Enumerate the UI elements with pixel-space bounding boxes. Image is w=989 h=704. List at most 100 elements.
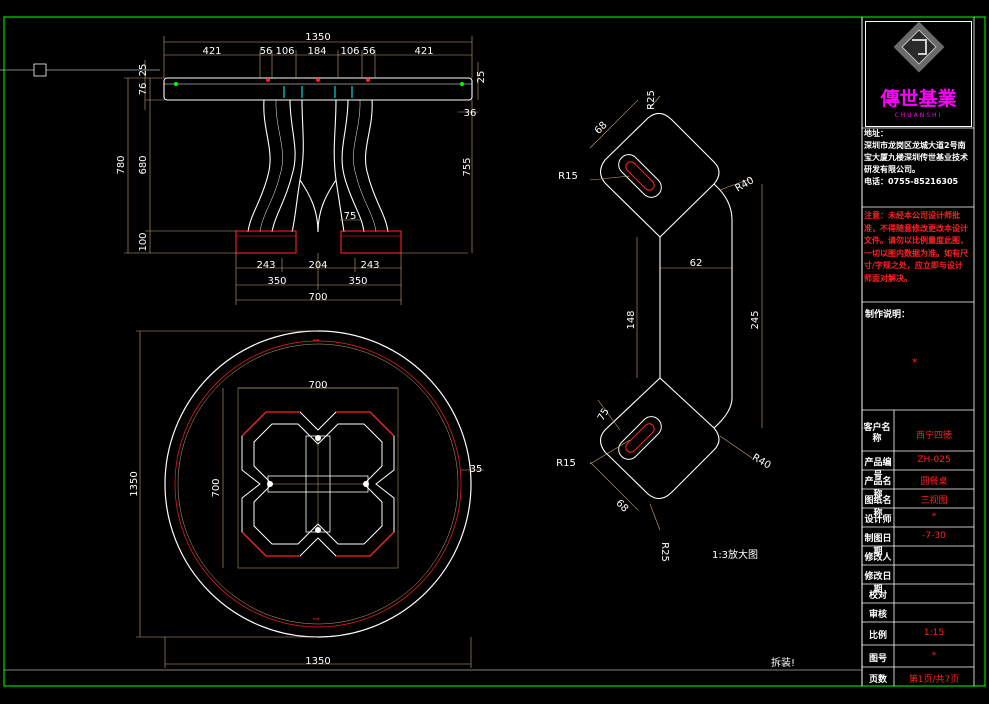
dim-label: 68 xyxy=(613,498,630,515)
title-block: 傳世基業 CHUANSHI 地址： 深圳市龙岗区龙城大道2号南宝大厦九楼深圳传世… xyxy=(862,18,974,686)
dim-label: 25 xyxy=(476,71,487,84)
title-row-label: 校对 xyxy=(868,591,887,601)
title-row-label: 图号 xyxy=(868,654,887,664)
dim-label: R40 xyxy=(733,175,756,194)
title-row-designer: 设计师 * xyxy=(862,508,974,527)
detail-view-dimensions xyxy=(589,95,763,531)
dim-label: R25 xyxy=(646,90,657,110)
address-label: 地址： xyxy=(864,129,888,138)
svg-text:ꟷ: ꟷ xyxy=(313,615,320,624)
dim-label: 1350 xyxy=(129,471,140,496)
phone-text: 电话：0755-85216305 xyxy=(864,177,959,186)
title-row-label: 页数 xyxy=(868,675,887,685)
svg-text:ꟷ: ꟷ xyxy=(313,336,320,345)
title-row-product-name: 产品名称 圆餐桌 xyxy=(862,470,974,500)
detail-caption: 1:3放大图 xyxy=(712,548,758,561)
title-row-date: 制图日期 -7-30 xyxy=(862,527,974,557)
dim-label: 700 xyxy=(308,292,327,303)
tabletop-markers xyxy=(174,78,464,98)
front-view-dimensions xyxy=(124,36,479,305)
title-row-value: * xyxy=(931,651,937,661)
dim-label: 56 xyxy=(363,46,376,57)
address-text: 深圳市龙岗区龙城大道2号南宝大厦九楼深圳传世基业技术研发有限公司。 xyxy=(864,141,968,174)
dim-label: 106 xyxy=(340,46,359,57)
title-row-review: 审核 xyxy=(862,603,974,622)
production-notes-value: * xyxy=(912,356,918,369)
title-row-label: 修改日期 xyxy=(864,572,892,595)
dim-label: 35 xyxy=(470,464,483,475)
title-row-label: 审核 xyxy=(868,610,887,620)
detail-view-slots-inner xyxy=(625,161,655,453)
title-row-drawing-no: 图号 * xyxy=(862,647,974,666)
title-row-label: 修改人 xyxy=(864,553,892,563)
company-logo-subtext: CHUANSHI xyxy=(894,112,943,119)
plan-view-dimensions xyxy=(136,330,484,668)
title-row-label: 制图日期 xyxy=(864,534,892,557)
dim-label: 421 xyxy=(202,46,221,57)
title-row-drawing-name: 图纸名称 三视图 xyxy=(862,489,974,519)
dim-label: 68 xyxy=(593,120,610,137)
title-block-grid xyxy=(862,17,975,686)
assembly-note: 拆装! xyxy=(771,656,795,669)
title-row-label: 产品名称 xyxy=(864,477,892,500)
title-row-value: * xyxy=(931,512,937,522)
title-row-value: 圆餐桌 xyxy=(920,477,948,487)
dim-label: 243 xyxy=(256,260,275,271)
title-row-value: 1:15 xyxy=(923,628,945,638)
title-row-client: 客户名称 西宁四徳 xyxy=(862,414,974,454)
title-row-value: 第1页/共7页 xyxy=(908,675,960,685)
dim-label: 350 xyxy=(267,276,286,287)
dim-overall-width: 1350 xyxy=(305,32,330,43)
production-notes-title: 制作说明： xyxy=(865,310,911,320)
title-row-label: 比例 xyxy=(868,631,887,641)
company-logo-text: 傳世基業 xyxy=(880,88,957,110)
front-view xyxy=(163,77,473,254)
dim-label: 62 xyxy=(690,258,703,269)
title-row-value: -7-30 xyxy=(922,531,946,541)
dim-label: R15 xyxy=(556,458,576,469)
dim-label: 204 xyxy=(308,260,327,271)
dim-label: 106 xyxy=(275,46,294,57)
dim-label: 100 xyxy=(138,232,149,251)
dim-label: 700 xyxy=(308,380,327,391)
ucs-icon xyxy=(33,63,47,77)
detail-view xyxy=(599,112,733,500)
dim-label: 76 xyxy=(138,83,149,96)
title-row-value: 三视图 xyxy=(920,496,948,506)
title-row-label: 图纸名称 xyxy=(864,496,892,519)
dim-label: 75 xyxy=(344,211,357,222)
title-row-label: 客户名称 xyxy=(863,423,891,444)
dim-label: R40 xyxy=(750,452,773,471)
title-row-pages: 页数 第1页/共7页 xyxy=(862,668,974,687)
dim-label: 421 xyxy=(414,46,433,57)
dim-label: 780 xyxy=(116,155,127,174)
dim-label: R25 xyxy=(659,542,670,562)
company-logo-mark xyxy=(893,21,945,73)
title-row-label: 产品编号 xyxy=(864,458,892,481)
dim-label: R15 xyxy=(558,171,578,182)
dim-label: 755 xyxy=(462,157,473,176)
title-row-modify-date: 修改日期 xyxy=(862,565,974,595)
dim-label: 75 xyxy=(596,406,612,423)
dim-label: 245 xyxy=(750,310,761,329)
dim-label: 184 xyxy=(307,46,326,57)
title-row-proofread: 校对 xyxy=(862,584,974,603)
title-row-label: 设计师 xyxy=(864,515,892,525)
title-row-value: ZH-025 xyxy=(917,455,951,465)
dim-label: 1350 xyxy=(305,656,330,667)
dim-label: 700 xyxy=(211,478,222,497)
drawing-frame xyxy=(3,16,986,687)
title-row-value: 西宁四徳 xyxy=(915,431,952,441)
title-row-modifier: 修改人 xyxy=(862,546,974,565)
copyright-notice: 注意：未经本公司设计师批准，不得随意修改更改本设计文件。请勿以比例量度此图，一切… xyxy=(864,211,968,283)
title-row-product-code: 产品编号 ZH-025 xyxy=(862,451,974,481)
dim-label: 25 xyxy=(138,64,149,77)
detail-view-dim-labels: R25 68 R15 R40 62 148 245 75 R15 R40 68 … xyxy=(556,90,772,562)
dim-label: 680 xyxy=(138,155,149,174)
front-view-dim-labels: 1350 421 56 106 184 106 56 421 25 76 780… xyxy=(116,32,487,303)
plan-view: ꟷ ꟷ xyxy=(164,330,472,638)
plan-view-dim-labels: 700 700 35 1350 1350 xyxy=(129,380,482,667)
dim-label: 56 xyxy=(260,46,273,57)
dim-label: 243 xyxy=(360,260,379,271)
